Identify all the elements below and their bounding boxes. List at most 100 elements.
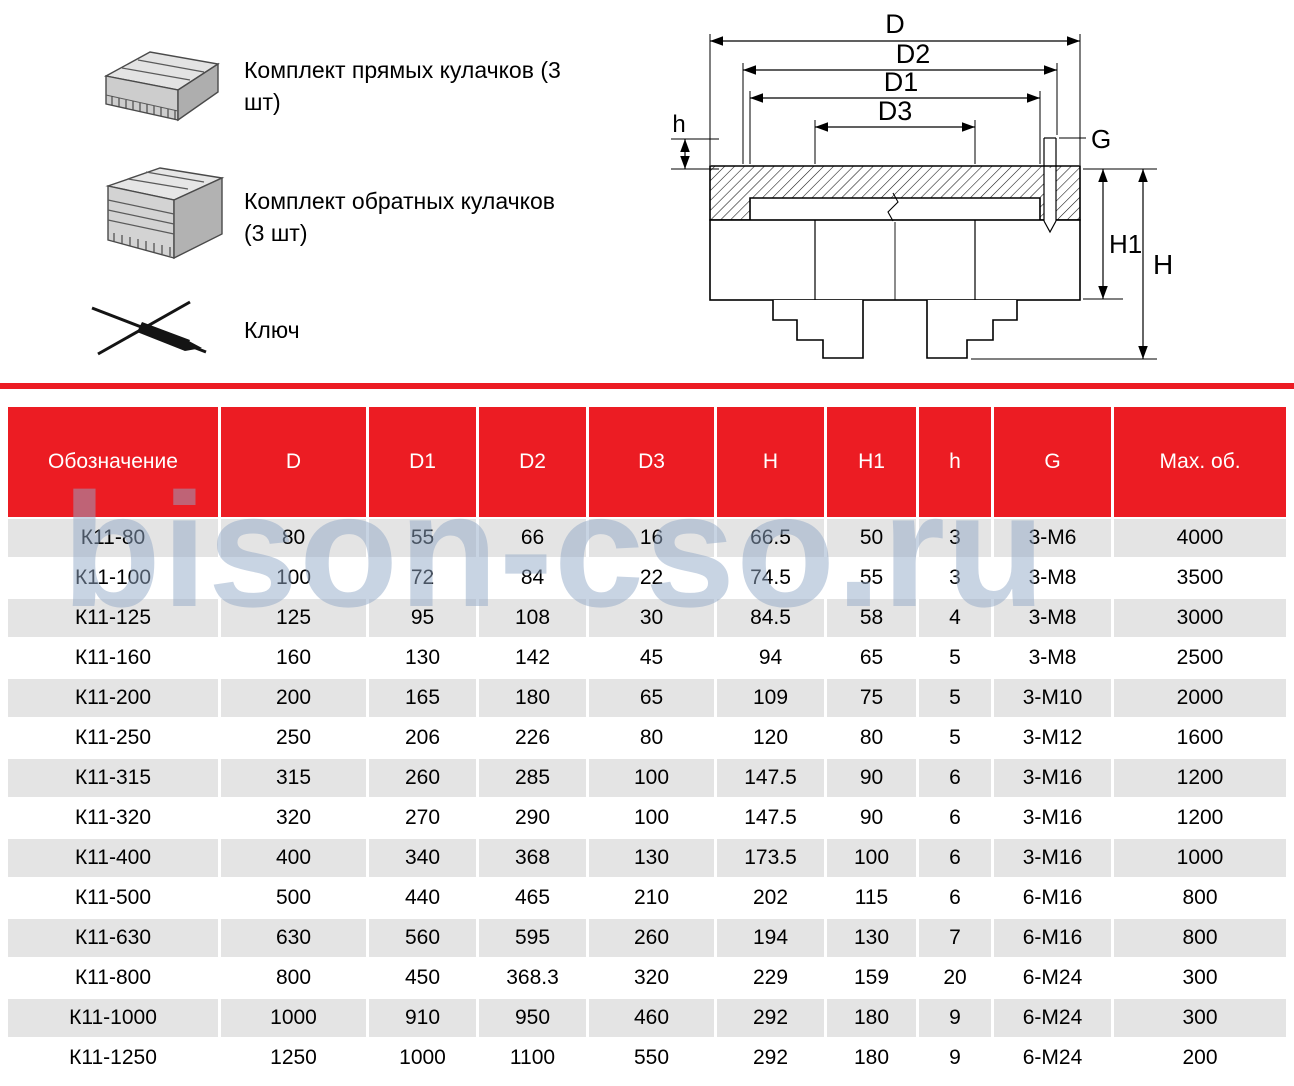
- table-cell: 1000: [369, 1039, 476, 1077]
- table-cell: 65: [589, 679, 714, 717]
- table-cell: 560: [369, 919, 476, 957]
- table-cell: 270: [369, 799, 476, 837]
- table-cell: 315: [221, 759, 366, 797]
- table-cell: 595: [479, 919, 586, 957]
- table-cell: 500: [221, 879, 366, 917]
- table-cell: 550: [589, 1039, 714, 1077]
- dim-label-g: G: [1091, 124, 1111, 154]
- table-cell: К11-160: [8, 639, 218, 677]
- column-header: Мах. об.: [1114, 407, 1286, 517]
- table-cell: 460: [589, 999, 714, 1037]
- table-cell: 440: [369, 879, 476, 917]
- table-cell: 80: [589, 719, 714, 757]
- table-cell: 173.5: [717, 839, 824, 877]
- table-cell: К11-200: [8, 679, 218, 717]
- table-cell: 9: [919, 999, 991, 1037]
- technical-drawing: D D2 D1 D3 h G H1 H: [645, 8, 1265, 385]
- column-header: H1: [827, 407, 916, 517]
- table-cell: 84.5: [717, 599, 824, 637]
- table-cell: 200: [1114, 1039, 1286, 1077]
- table-cell: 20: [919, 959, 991, 997]
- table-cell: 3-М16: [994, 839, 1111, 877]
- chuck-key-image: [88, 290, 228, 370]
- table-cell: 200: [221, 679, 366, 717]
- table-cell: 3-М8: [994, 559, 1111, 597]
- table-cell: 115: [827, 879, 916, 917]
- table-cell: 3-М6: [994, 519, 1111, 557]
- table-cell: 108: [479, 599, 586, 637]
- table-cell: 22: [589, 559, 714, 597]
- table-cell: 180: [827, 1039, 916, 1077]
- table-cell: 320: [221, 799, 366, 837]
- table-cell: 3: [919, 519, 991, 557]
- table-cell: 94: [717, 639, 824, 677]
- table-cell: 50: [827, 519, 916, 557]
- table-cell: 6: [919, 839, 991, 877]
- table-cell: К11-315: [8, 759, 218, 797]
- straight-jaws-image: [88, 40, 228, 132]
- table-cell: 74.5: [717, 559, 824, 597]
- table-cell: 202: [717, 879, 824, 917]
- table-cell: 142: [479, 639, 586, 677]
- table-cell: 4000: [1114, 519, 1286, 557]
- table-cell: 109: [717, 679, 824, 717]
- table-cell: 1000: [221, 999, 366, 1037]
- table-cell: 66: [479, 519, 586, 557]
- dim-label-d2: D2: [896, 39, 931, 69]
- table-cell: 72: [369, 559, 476, 597]
- column-header: D2: [479, 407, 586, 517]
- table-cell: 1000: [1114, 839, 1286, 877]
- table-cell: 3: [919, 559, 991, 597]
- table-cell: 30: [589, 599, 714, 637]
- table-cell: 120: [717, 719, 824, 757]
- table-cell: 300: [1114, 959, 1286, 997]
- table-cell: 6-М24: [994, 1039, 1111, 1077]
- table-cell: 800: [1114, 879, 1286, 917]
- table-cell: 3-М10: [994, 679, 1111, 717]
- column-header: H: [717, 407, 824, 517]
- table-cell: 206: [369, 719, 476, 757]
- table-cell: 9: [919, 1039, 991, 1077]
- accessory-label-reverse-jaws: Комплект обратных кулачков (3 шт): [244, 187, 555, 246]
- left-jaw-profile: [772, 300, 864, 359]
- table-cell: 1200: [1114, 799, 1286, 837]
- table-cell: 3-М8: [994, 639, 1111, 677]
- column-header: D3: [589, 407, 714, 517]
- table-cell: 320: [589, 959, 714, 997]
- table-cell: 3500: [1114, 559, 1286, 597]
- table-cell: 910: [369, 999, 476, 1037]
- accessory-item-reverse-jaws: Комплект обратных кулачков (3 шт): [88, 158, 579, 276]
- table-cell: 6: [919, 879, 991, 917]
- table-cell: 3-М16: [994, 759, 1111, 797]
- table-cell: 55: [369, 519, 476, 557]
- table-cell: 159: [827, 959, 916, 997]
- table-cell: 465: [479, 879, 586, 917]
- table-cell: 2500: [1114, 639, 1286, 677]
- table-cell: 292: [717, 1039, 824, 1077]
- table-cell: 100: [589, 799, 714, 837]
- table-cell: 6-М16: [994, 919, 1111, 957]
- table-cell: 290: [479, 799, 586, 837]
- table-cell: 5: [919, 719, 991, 757]
- table-cell: 100: [221, 559, 366, 597]
- table-cell: 6-М24: [994, 999, 1111, 1037]
- table-cell: К11-800: [8, 959, 218, 997]
- table-cell: 3-М12: [994, 719, 1111, 757]
- table-cell: 180: [827, 999, 916, 1037]
- column-header: G: [994, 407, 1111, 517]
- table-cell: 368: [479, 839, 586, 877]
- table-cell: 6-М24: [994, 959, 1111, 997]
- table-cell: 4: [919, 599, 991, 637]
- table-cell: 65: [827, 639, 916, 677]
- dim-label-d3: D3: [878, 96, 913, 126]
- table-cell: 630: [221, 919, 366, 957]
- accessory-item-chuck-key: Ключ: [88, 290, 579, 370]
